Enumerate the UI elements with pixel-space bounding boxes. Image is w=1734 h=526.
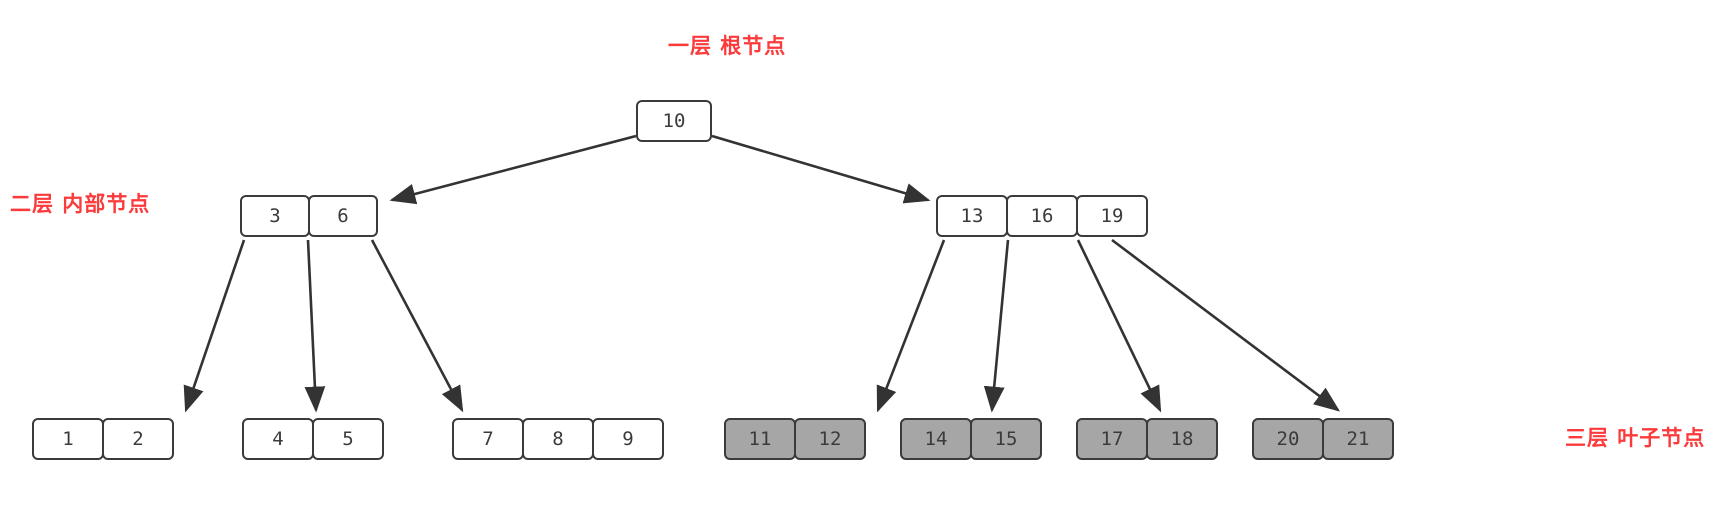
leaf-key-cell: 4 [242, 418, 314, 460]
leaf-key-cell: 18 [1146, 418, 1218, 460]
edge-inner-left-to-leaf3 [370, 239, 464, 413]
internal-node-right: 13 16 19 [936, 195, 1148, 237]
internal-right-key-cell: 19 [1076, 195, 1148, 237]
internal-right-key-cell: 13 [936, 195, 1008, 237]
leaf-key-cell: 11 [724, 418, 796, 460]
leaf-key-cell: 21 [1322, 418, 1394, 460]
leaf-key-cell: 7 [452, 418, 524, 460]
leaf-node: 4 5 [242, 418, 384, 460]
leaf-key-cell: 12 [794, 418, 866, 460]
leaf-key-cell: 14 [900, 418, 972, 460]
leaf-node: 7 8 9 [452, 418, 664, 460]
leaf-key-cell: 20 [1252, 418, 1324, 460]
leaf-node: 11 12 [724, 418, 866, 460]
edge-inner-right-to-leaf5 [983, 239, 1010, 413]
edge-inner-left-to-leaf2 [304, 239, 326, 413]
leaf-key-cell: 2 [102, 418, 174, 460]
leaf-key-cell: 5 [312, 418, 384, 460]
level2-label: 二层 内部节点 [10, 192, 151, 216]
edge-root-to-inner-left [389, 134, 637, 205]
edge-inner-right-to-leaf7 [1111, 238, 1341, 412]
edge-root-to-inner-right [711, 134, 931, 204]
leaf-node: 14 15 [900, 418, 1042, 460]
edge-inner-left-to-leaf1 [183, 239, 246, 413]
edge-inner-right-to-leaf4 [876, 239, 946, 413]
internal-node-left: 3 6 [240, 195, 378, 237]
leaf-key-cell: 9 [592, 418, 664, 460]
level1-label: 一层 根节点 [668, 34, 787, 58]
leaf-key-cell: 1 [32, 418, 104, 460]
internal-left-key-cell: 6 [308, 195, 378, 237]
edge-inner-right-to-leaf6 [1076, 239, 1162, 413]
leaf-key-cell: 17 [1076, 418, 1148, 460]
leaf-node: 20 21 [1252, 418, 1394, 460]
internal-right-key-cell: 16 [1006, 195, 1078, 237]
root-node: 10 [636, 100, 712, 142]
leaf-node: 1 2 [32, 418, 174, 460]
level3-label: 三层 叶子节点 [1565, 426, 1706, 450]
root-key-cell: 10 [636, 100, 712, 142]
internal-left-key-cell: 3 [240, 195, 310, 237]
leaf-key-cell: 15 [970, 418, 1042, 460]
leaf-node: 17 18 [1076, 418, 1218, 460]
leaf-key-cell: 8 [522, 418, 594, 460]
